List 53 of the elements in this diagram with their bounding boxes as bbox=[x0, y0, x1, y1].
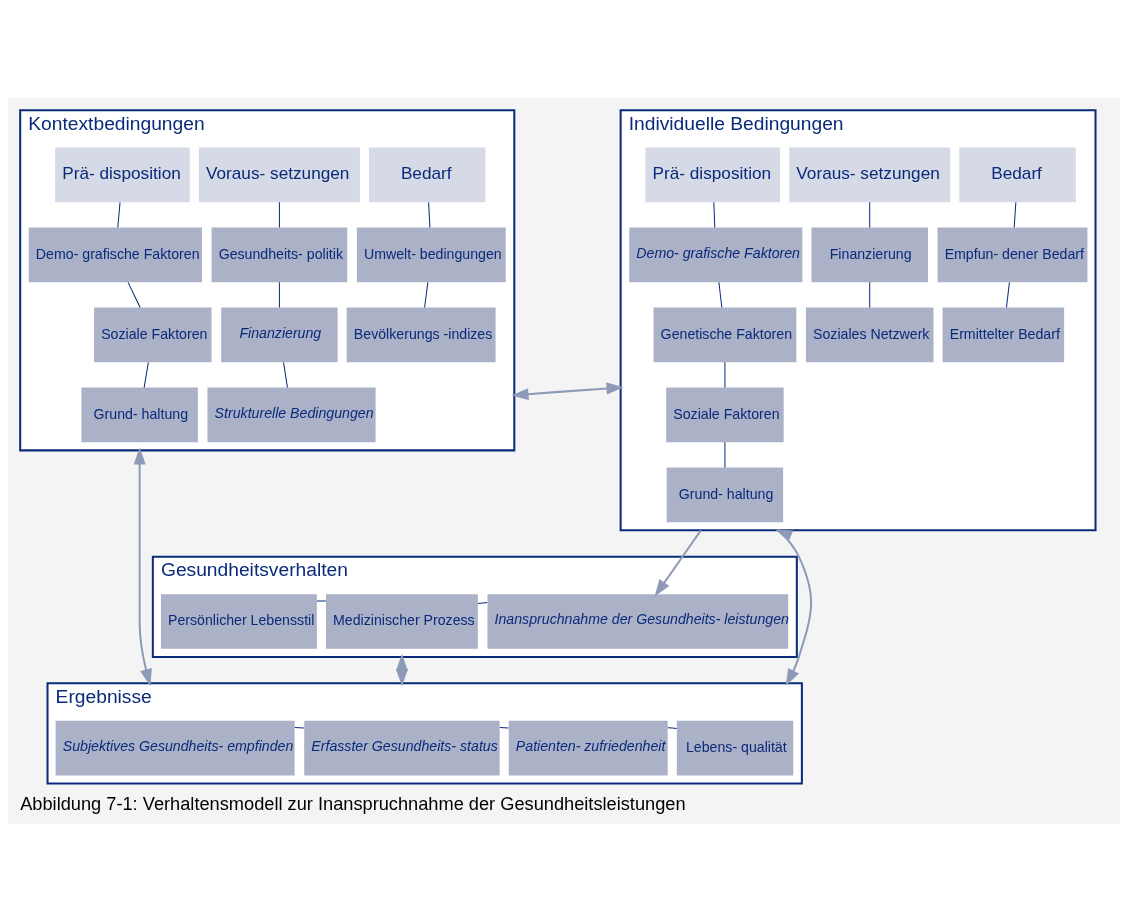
connector bbox=[667, 726, 678, 729]
node-box: Subjektives Gesundheits- empfinden bbox=[55, 720, 295, 775]
connector bbox=[294, 726, 305, 728]
node-box: Soziale Faktoren bbox=[94, 307, 212, 362]
node-box: Empfun- dener Bedarf bbox=[937, 227, 1088, 282]
connector bbox=[143, 361, 149, 388]
node-box: Voraus- setzungen bbox=[198, 147, 360, 202]
connector bbox=[278, 281, 280, 308]
node-box: Grund- haltung bbox=[81, 387, 198, 442]
connector bbox=[117, 201, 121, 228]
arrow bbox=[511, 381, 624, 400]
connector bbox=[424, 281, 429, 308]
node-box: Strukturelle Bedingungen bbox=[207, 387, 376, 442]
node-box: Finanzierung bbox=[221, 307, 338, 362]
connector bbox=[499, 726, 509, 728]
connector bbox=[1005, 281, 1010, 308]
arrow bbox=[775, 528, 813, 686]
connector bbox=[283, 361, 288, 388]
node-box: Voraus- setzungen bbox=[789, 147, 951, 202]
node-box: Patienten- zufriedenheit bbox=[508, 720, 668, 775]
connector bbox=[477, 601, 488, 604]
node-box: Umwelt- bedingungen bbox=[356, 227, 506, 282]
connector bbox=[718, 281, 723, 308]
node-box: Soziale Faktoren bbox=[666, 387, 784, 442]
node-box: Medizinischer Prozess bbox=[326, 593, 478, 649]
connector bbox=[713, 201, 716, 228]
connector bbox=[869, 201, 871, 228]
connector bbox=[127, 281, 141, 308]
node-box: Demo- grafische Faktoren bbox=[28, 227, 202, 282]
node-box: Genetische Faktoren bbox=[653, 307, 797, 362]
connector bbox=[428, 201, 431, 228]
node-box: Bedarf bbox=[959, 147, 1076, 202]
node-box: Bevölkerungs -indizes bbox=[346, 307, 496, 362]
node-box: Lebens- qualität bbox=[676, 720, 794, 775]
node-box: Ermittelter Bedarf bbox=[942, 307, 1065, 362]
node-box: Prä- disposition bbox=[55, 147, 190, 202]
arrow bbox=[654, 529, 702, 597]
node-box: Finanzierung bbox=[811, 227, 928, 282]
node-box: Erfasster Gesundheits- status bbox=[304, 720, 500, 775]
node-box: Persönlicher Lebensstil bbox=[160, 593, 317, 649]
node-box: Soziales Netzwerk bbox=[805, 307, 934, 362]
arrow bbox=[395, 653, 408, 686]
node-box: Grund- haltung bbox=[666, 467, 784, 522]
node-box: Bedarf bbox=[369, 147, 486, 202]
caption: Abbildung 7-1: Verhaltensmodell zur Inanspruchnahme der Gesundheitsleistungen bbox=[20, 793, 686, 814]
node-box: Prä- disposition bbox=[645, 147, 781, 202]
connector bbox=[278, 201, 280, 228]
arrow bbox=[133, 446, 152, 686]
node-box: Inanspruchnahme der Gesundheits- leistungen bbox=[487, 593, 789, 649]
connector bbox=[869, 281, 871, 308]
connector bbox=[1013, 201, 1017, 228]
node-box: Gesundheits- politik bbox=[211, 227, 348, 282]
node-box: Demo- grafische Faktoren bbox=[629, 227, 803, 282]
